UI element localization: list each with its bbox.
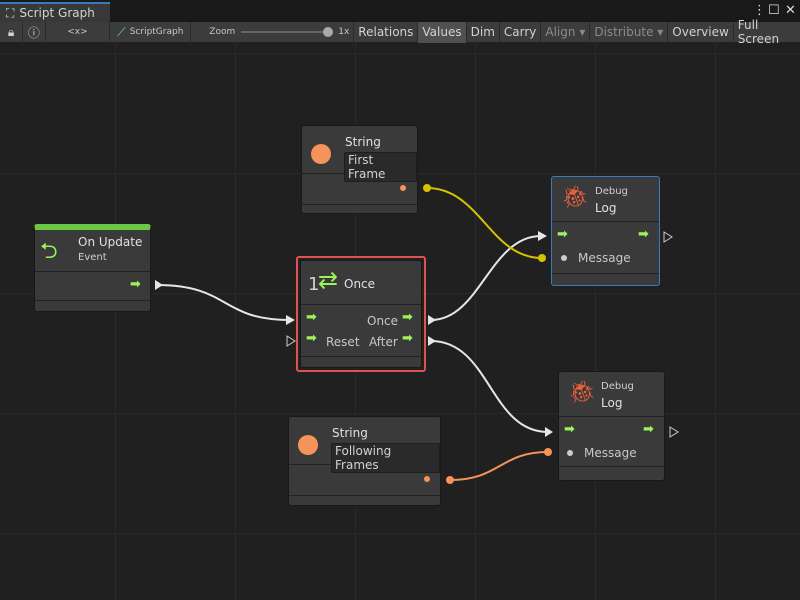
bug-icon: 🐞︎ (568, 380, 596, 405)
string-node-first-frame[interactable]: String First Frame (301, 125, 418, 214)
string-type-icon (311, 144, 331, 164)
overview-button[interactable]: Overview (668, 21, 734, 43)
bug-icon: 🐞︎ (561, 185, 589, 210)
flow-arrow (428, 336, 436, 346)
flow-input-icon[interactable]: ➡ (557, 227, 568, 242)
flow-output-icon[interactable]: ➡ (130, 277, 141, 292)
update-event-icon: ⮌ (40, 239, 58, 264)
flow-input-icon[interactable]: ➡ (564, 422, 575, 437)
toolbar: 🔒︎ ⓘ <x> ⟋ScriptGraph Zoom 1x Relations … (0, 18, 800, 46)
debug-log-node-1[interactable]: 🐞︎ Debug Log ➡ ➡ Message (551, 176, 660, 286)
string-value-field[interactable]: Following Frames (331, 443, 440, 473)
hierarchy-icon: ⛶ (6, 5, 15, 20)
edge-after-to-debug2 (430, 340, 549, 433)
string-value-field[interactable]: First Frame (344, 152, 417, 182)
zoom-control: Zoom 1x (191, 21, 355, 43)
lock-button[interactable]: 🔒︎ (0, 21, 24, 43)
flow-arrow (428, 315, 436, 325)
close-icon[interactable]: ✕ (785, 3, 796, 18)
flow-arrow (663, 231, 673, 243)
edge-string1-to-message (426, 187, 543, 259)
flow-input-icon[interactable]: ➡ (306, 331, 317, 346)
info-button[interactable]: ⓘ (23, 21, 46, 43)
once-node[interactable]: 1 ⇄ Once ➡ Once ➡ ➡ Reset After ➡ (300, 260, 422, 368)
more-options-icon[interactable]: ⋮ (753, 3, 766, 18)
flow-arrow (545, 427, 553, 437)
flow-output-icon[interactable]: ➡ (643, 422, 654, 437)
once-loop-icon: ⇄ (318, 266, 339, 294)
debug-log-node-2[interactable]: 🐞︎ Debug Log ➡ ➡ Message (558, 371, 665, 481)
output-port[interactable] (424, 476, 430, 482)
carry-button[interactable]: Carry (500, 21, 542, 43)
string-node-following-frames[interactable]: String Following Frames (288, 416, 441, 506)
string-type-icon (298, 435, 318, 455)
output-port[interactable] (400, 185, 406, 191)
values-button[interactable]: Values (418, 21, 467, 43)
graph-breadcrumb[interactable]: ⟋ScriptGraph (110, 21, 192, 43)
port-dot (446, 476, 454, 484)
flow-input-icon[interactable]: ➡ (306, 310, 317, 325)
flow-arrow (286, 335, 296, 347)
on-update-node[interactable]: ⮌ On Update Event ➡ (34, 224, 151, 312)
port-dot (544, 448, 552, 456)
zoom-slider-handle[interactable] (323, 27, 334, 37)
flow-arrow (669, 426, 679, 438)
flow-output-icon[interactable]: ➡ (638, 227, 649, 242)
port-dot (423, 184, 431, 192)
port-dot (538, 254, 546, 262)
edge-update-to-once (156, 284, 291, 321)
maximize-icon[interactable]: ☐ (768, 3, 780, 18)
graph-icon: ⟋ (117, 24, 126, 39)
tab-bar: ⛶Script Graph ⋮ ☐ ✕ (0, 0, 800, 22)
relations-button[interactable]: Relations (354, 21, 419, 43)
edge-string2-to-message (449, 451, 549, 481)
tab-script-graph[interactable]: ⛶Script Graph (0, 2, 110, 22)
message-port[interactable] (567, 450, 573, 456)
message-port[interactable] (561, 255, 567, 261)
flow-arrow (538, 231, 547, 241)
flow-arrow (286, 315, 295, 325)
distribute-dropdown[interactable]: Distribute ▾ (590, 21, 669, 43)
flow-output-icon[interactable]: ➡ (402, 310, 413, 325)
align-dropdown[interactable]: Align ▾ (541, 21, 591, 43)
dim-button[interactable]: Dim (467, 21, 500, 43)
flow-output-icon[interactable]: ➡ (402, 331, 413, 346)
selection-outline (296, 256, 426, 372)
edge-once-to-debug1 (430, 235, 542, 321)
embed-button[interactable]: <x> (46, 21, 111, 43)
flow-arrow (155, 280, 163, 290)
zoom-slider[interactable] (241, 27, 334, 37)
